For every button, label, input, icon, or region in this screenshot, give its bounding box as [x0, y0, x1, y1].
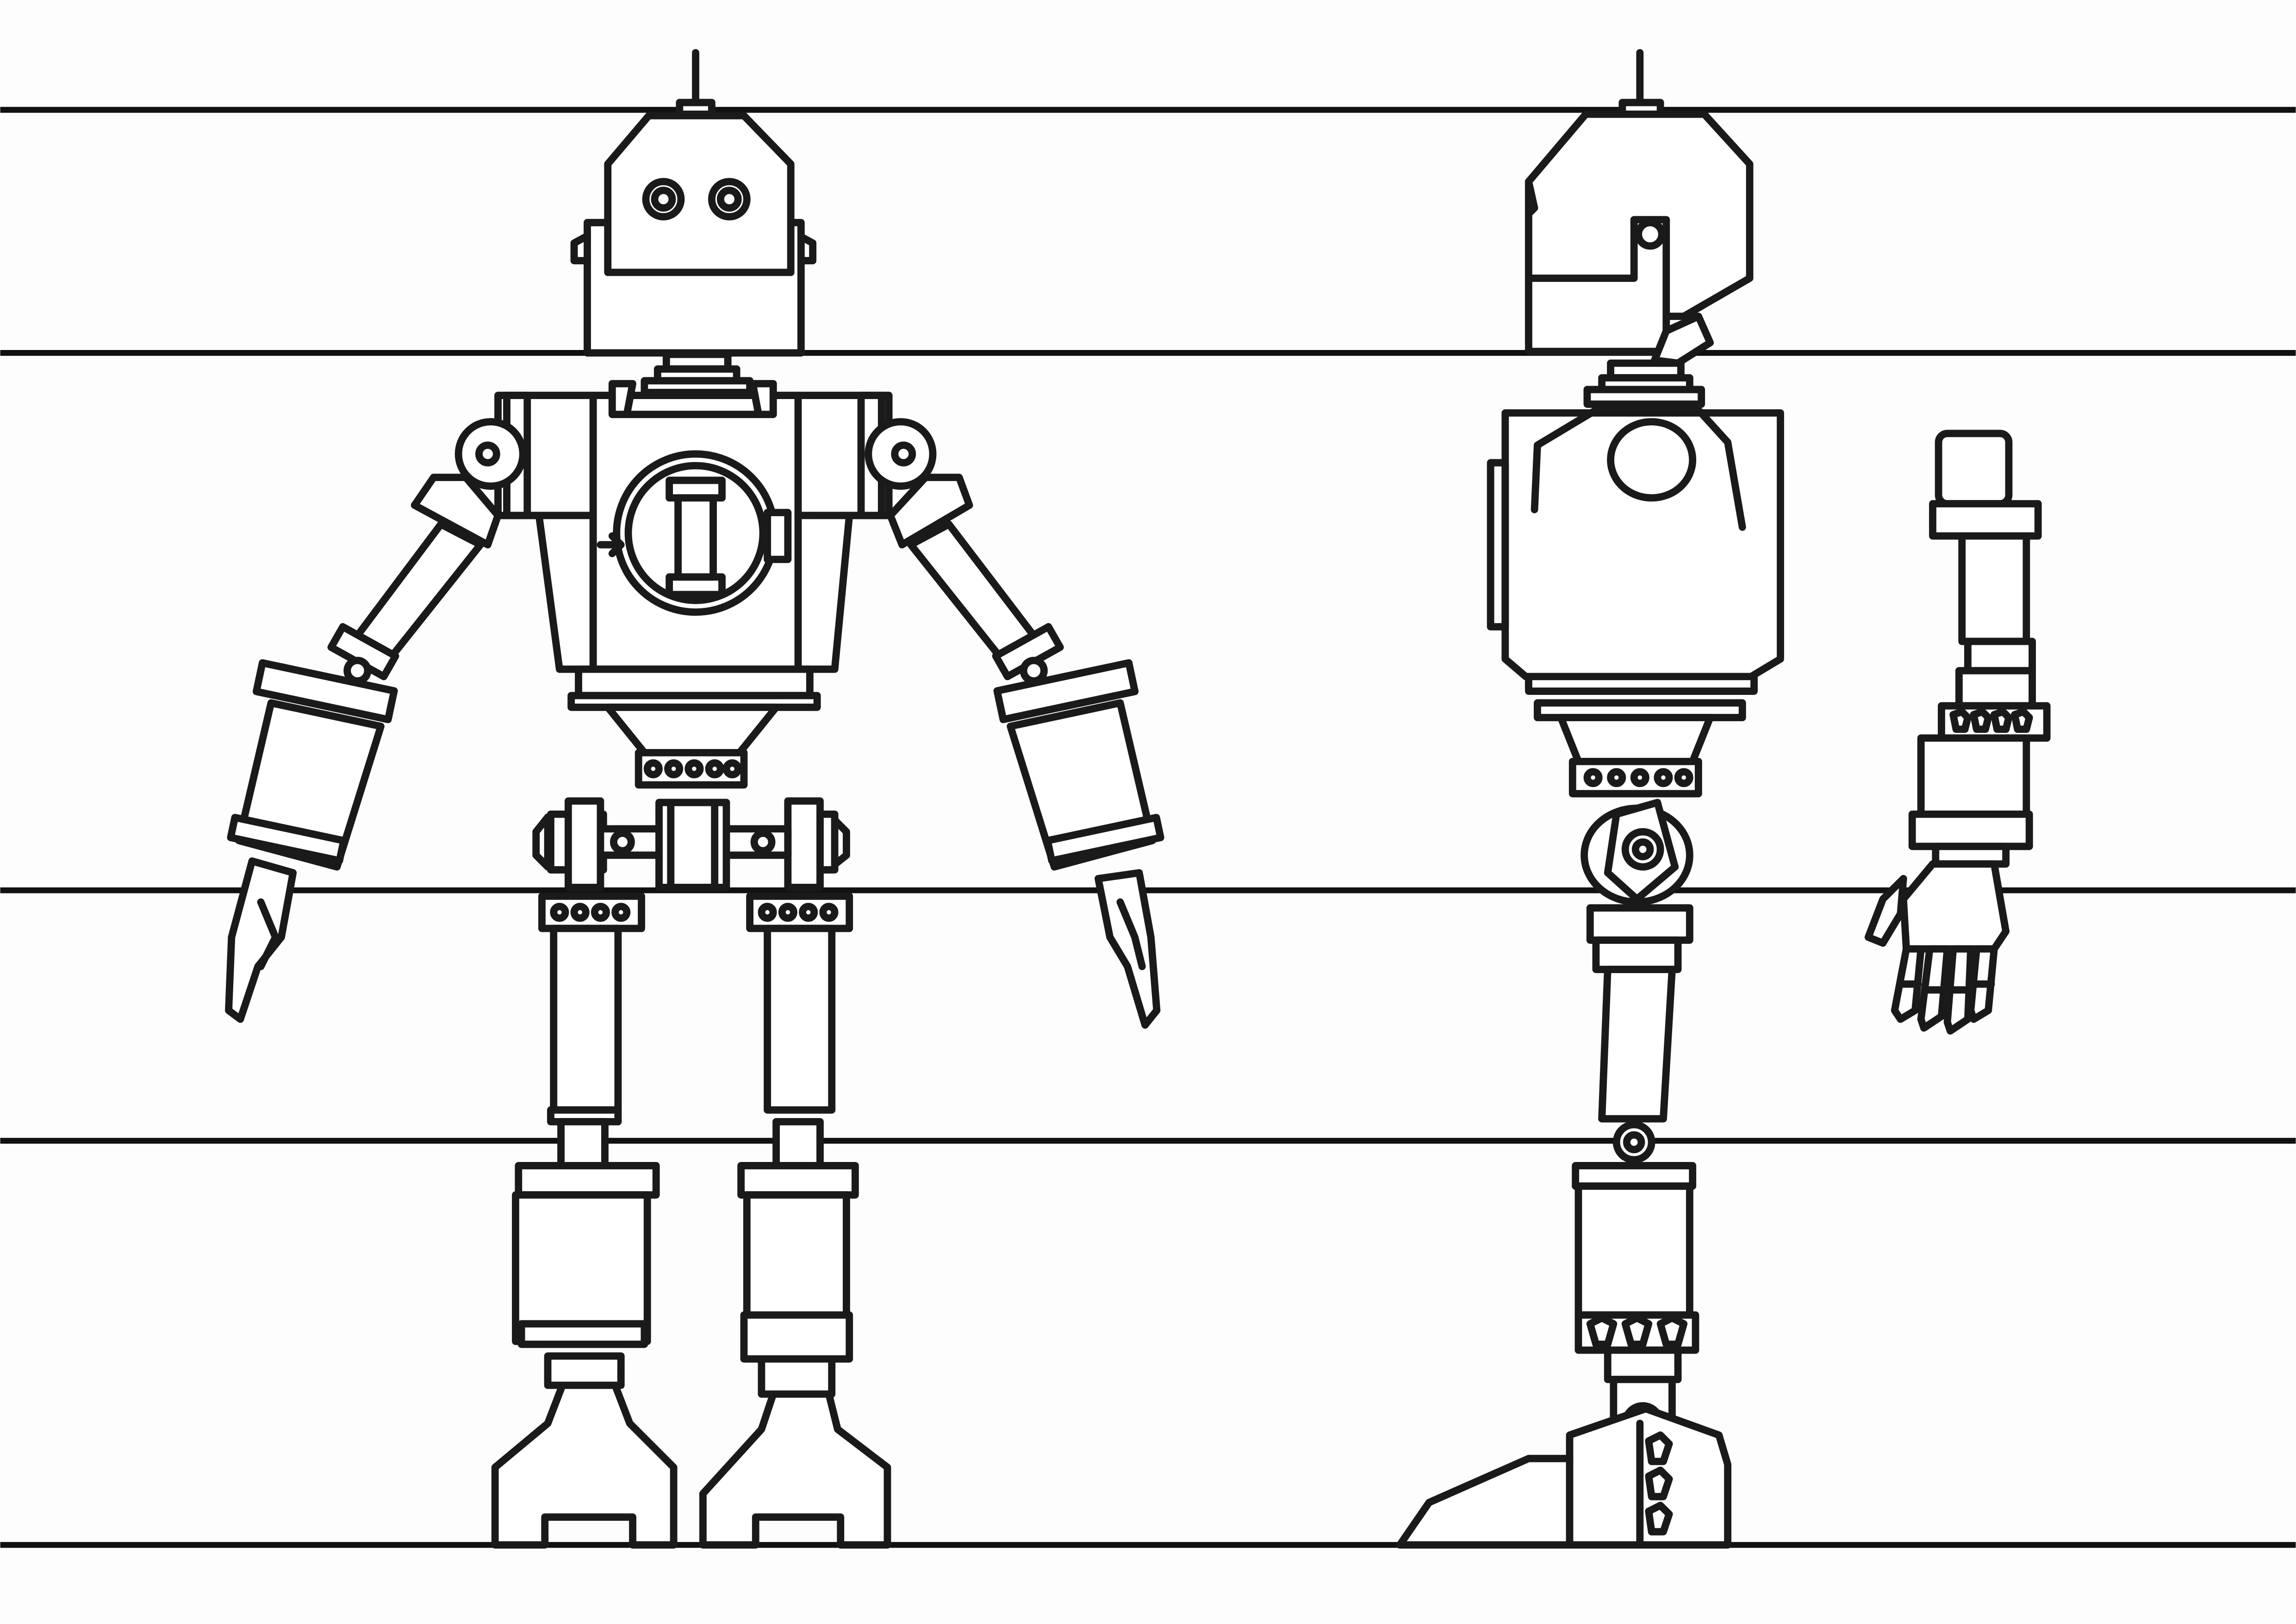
waist-bolts [643, 759, 742, 779]
arm-detail [1864, 430, 2051, 1035]
front-eye-left [642, 178, 685, 221]
side-leg [1396, 904, 1732, 1549]
front-hips [532, 797, 850, 891]
side-torso [1487, 406, 1784, 798]
front-torso [494, 380, 893, 789]
front-arm-left [225, 418, 527, 1023]
side-neck [1583, 359, 1705, 408]
front-antenna [676, 49, 716, 118]
arm-shoulder-collar [1929, 500, 2042, 540]
front-arm-right [865, 418, 1164, 1029]
front-neck [641, 350, 754, 396]
front-view [225, 49, 1164, 1549]
front-leg-right [699, 892, 891, 1549]
side-antenna [1618, 49, 1664, 118]
front-eye-right [708, 178, 751, 221]
side-hip-joint [1580, 799, 1693, 906]
arm-hand [1864, 860, 2010, 1035]
arm-shoulder-cap [1935, 430, 2013, 508]
guide-lines [0, 106, 2296, 1548]
front-leg-left [491, 892, 678, 1549]
chest-hatch [597, 450, 792, 616]
front-head [570, 112, 817, 357]
side-head [1525, 110, 1754, 367]
side-view [1396, 49, 1784, 1549]
